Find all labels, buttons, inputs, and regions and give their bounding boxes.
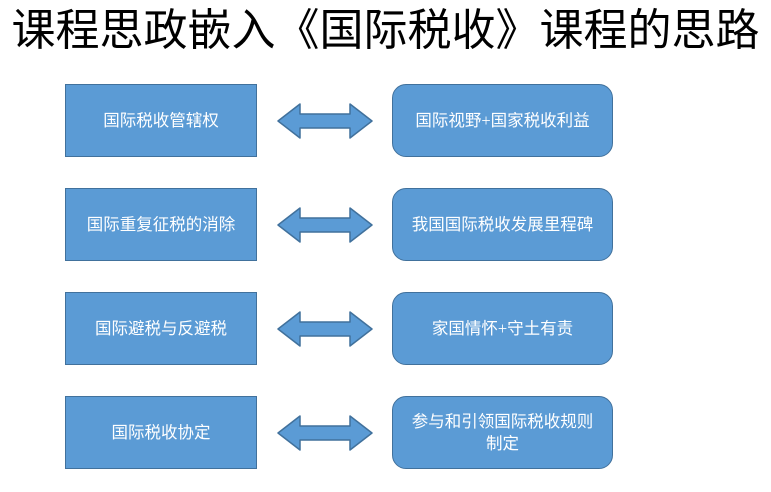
arrow-cell — [257, 396, 392, 469]
course-topic-box: 国际重复征税的消除 — [65, 188, 257, 261]
course-topic-label: 国际税收管辖权 — [103, 110, 219, 130]
course-topic-label: 国际避税与反避税 — [95, 318, 227, 338]
ideology-element-box: 家国情怀+守土有责 — [392, 292, 613, 365]
page-title: 课程思政嵌入《国际税收》课程的思路 — [11, 6, 760, 55]
ideology-element-box: 我国国际税收发展里程碑 — [392, 188, 613, 261]
diagram-row: 国际税收管辖权 国际视野+国家税收利益 — [65, 84, 613, 157]
course-topic-label: 国际税收协定 — [111, 422, 211, 442]
ideology-element-box: 参与和引领国际税收规则制定 — [392, 396, 613, 469]
diagram-row: 国际税收协定 参与和引领国际税收规则制定 — [65, 396, 613, 469]
arrow-cell — [257, 188, 392, 261]
course-topic-box: 国际税收管辖权 — [65, 84, 257, 157]
diagram-row: 国际避税与反避税 家国情怀+守土有责 — [65, 292, 613, 365]
ideology-element-label: 国际视野+国家税收利益 — [415, 110, 590, 130]
arrow-cell — [257, 292, 392, 365]
ideology-element-box: 国际视野+国家税收利益 — [392, 84, 613, 157]
diagram-row: 国际重复征税的消除 我国国际税收发展里程碑 — [65, 188, 613, 261]
double-arrow-icon — [276, 206, 373, 243]
diagram: 国际税收管辖权 国际视野+国家税收利益 国际重复征税的消除 我国国际税收发展里程… — [65, 84, 613, 469]
double-arrow-icon — [276, 310, 373, 347]
ideology-element-label: 参与和引领国际税收规则制定 — [411, 411, 594, 453]
course-topic-box: 国际避税与反避税 — [65, 292, 257, 365]
double-arrow-icon — [276, 414, 373, 451]
ideology-element-label: 家国情怀+守土有责 — [431, 318, 574, 338]
ideology-element-label: 我国国际税收发展里程碑 — [411, 214, 594, 234]
course-topic-box: 国际税收协定 — [65, 396, 257, 469]
arrow-cell — [257, 84, 392, 157]
double-arrow-icon — [276, 102, 373, 139]
course-topic-label: 国际重复征税的消除 — [86, 214, 236, 234]
